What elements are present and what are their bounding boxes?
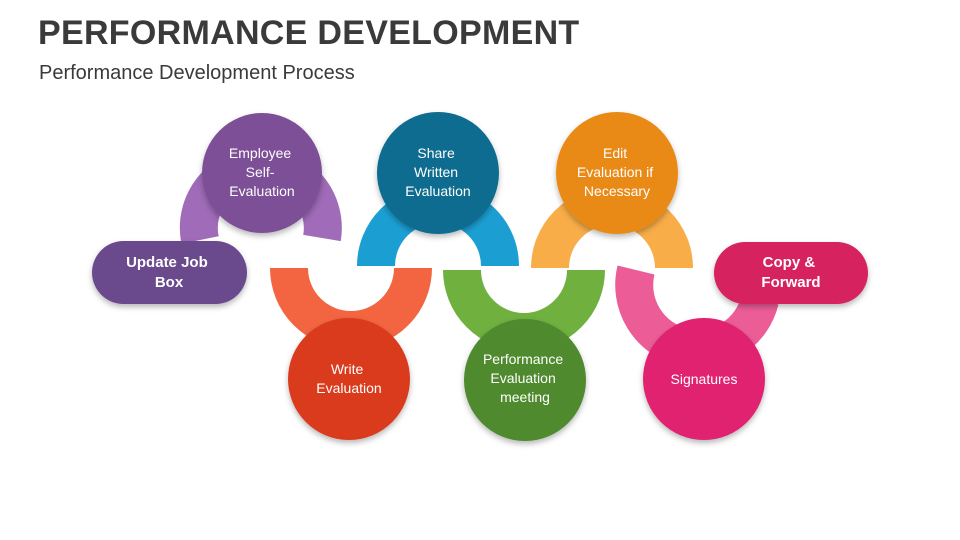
update-job-box-pill: Update Job Box bbox=[92, 241, 247, 304]
update-job-box-label: Update Job Box bbox=[126, 254, 212, 291]
page-subtitle: Performance Development Process bbox=[39, 62, 355, 84]
employee-self-evaluation-label: Employee Self- Evaluation bbox=[229, 145, 295, 199]
page-title: PERFORMANCE DEVELOPMENT bbox=[38, 14, 580, 52]
step-share-written-evaluation: Share Written Evaluation bbox=[377, 112, 499, 234]
performance-evaluation-meeting-label: Performance Evaluation meeting bbox=[483, 351, 567, 405]
step-edit-evaluation: Edit Evaluation if Necessary bbox=[556, 112, 678, 234]
step-write-evaluation: Write Evaluation bbox=[288, 318, 410, 440]
signatures-label: Signatures bbox=[671, 371, 738, 387]
copy-forward-label: Copy & Forward bbox=[761, 254, 820, 291]
copy-forward-pill: Copy & Forward bbox=[714, 242, 868, 304]
edit-evaluation-label: Edit Evaluation if Necessary bbox=[577, 145, 657, 199]
step-signatures: Signatures bbox=[643, 318, 765, 440]
write-evaluation-label: Write Evaluation bbox=[316, 361, 381, 396]
step-performance-evaluation-meeting: Performance Evaluation meeting bbox=[464, 319, 586, 441]
step-employee-self-evaluation: Employee Self- Evaluation bbox=[202, 113, 322, 233]
share-written-evaluation-label: Share Written Evaluation bbox=[405, 145, 470, 199]
